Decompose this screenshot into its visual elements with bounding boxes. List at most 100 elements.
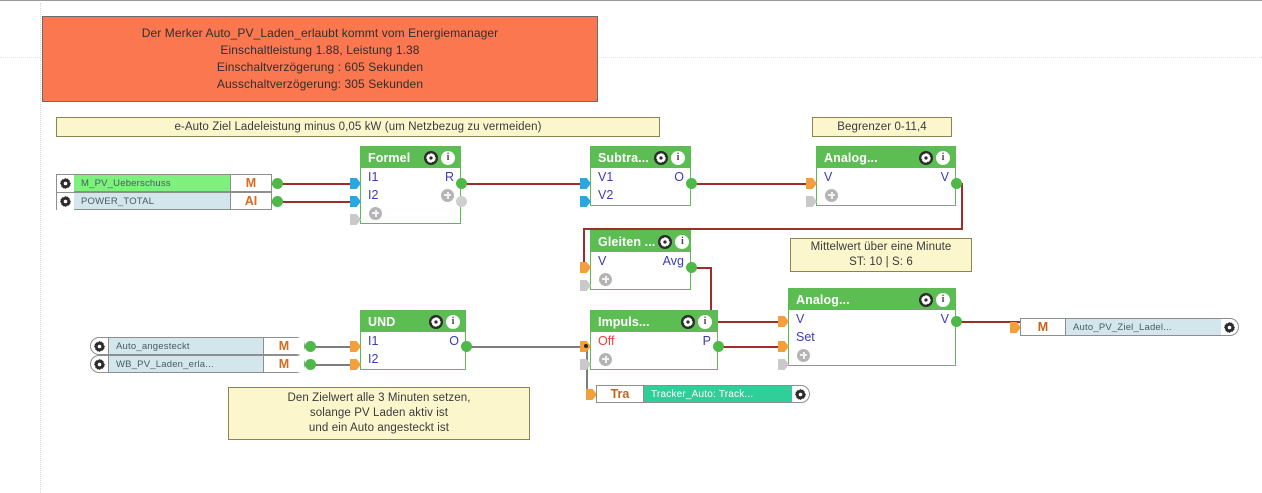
info-icon[interactable]: i — [698, 314, 712, 329]
note-zielwert[interactable]: Den Zielwert alle 3 Minuten setzen, sola… — [228, 387, 530, 440]
wire-und-impuls — [466, 346, 586, 348]
variable-node-auto-angesteckt[interactable]: Auto_angesteckt M — [90, 337, 305, 355]
variable-node-tracker[interactable]: Tra Tracker_Auto: Track... — [596, 385, 810, 403]
block-gleitender-mittelwert[interactable]: Gleiten ... i V Avg — [590, 230, 691, 290]
output-connector[interactable] — [456, 196, 467, 207]
note-mittelwert[interactable]: Mittelwert über eine Minute ST: 10 | S: … — [790, 238, 972, 272]
output-connector[interactable] — [305, 341, 316, 352]
gear-icon[interactable] — [681, 314, 695, 329]
block-und[interactable]: UND i I1 O I2 — [360, 310, 466, 370]
output-connector[interactable] — [272, 196, 283, 207]
input-port-label: I1 — [368, 334, 379, 348]
input-connector[interactable] — [350, 196, 361, 207]
block-title: Analog... — [824, 150, 878, 165]
input-connector[interactable] — [806, 196, 817, 207]
plus-icon[interactable] — [797, 348, 810, 362]
info-icon[interactable]: i — [671, 150, 685, 165]
output-connector[interactable] — [456, 178, 467, 189]
port-row: I2 — [361, 186, 460, 204]
block-title: Gleiten ... — [598, 234, 656, 249]
block-body: Off P — [591, 332, 717, 368]
block-header[interactable]: Analog... i — [817, 147, 955, 168]
info-icon[interactable]: i — [936, 292, 950, 307]
input-connector[interactable] — [350, 178, 361, 189]
output-connector[interactable] — [713, 341, 724, 352]
output-connector[interactable] — [951, 316, 962, 327]
info-icon[interactable]: i — [446, 314, 460, 329]
info-icon[interactable]: i — [441, 150, 455, 165]
output-connector[interactable] — [686, 178, 697, 189]
input-connector[interactable] — [350, 341, 361, 352]
note-merker[interactable]: Der Merker Auto_PV_Laden_erlaubt kommt v… — [42, 16, 598, 102]
plus-icon[interactable] — [599, 352, 612, 366]
plus-icon[interactable] — [369, 206, 382, 220]
port-row: V Avg — [591, 252, 690, 270]
input-connector[interactable] — [580, 359, 591, 370]
block-header[interactable]: Impuls... i — [591, 311, 717, 332]
input-port-label: I1 — [368, 170, 379, 184]
block-body: V V — [817, 168, 955, 204]
variable-type: M — [263, 356, 304, 372]
output-port-label: O — [449, 334, 459, 348]
variable-node-wb-pv-laden[interactable]: WB_PV_Laden_erla... M — [90, 355, 305, 373]
block-analog-set[interactable]: Analog... i V V Set — [788, 288, 956, 366]
block-analog-begrenzer[interactable]: Analog... i V V — [816, 146, 956, 206]
input-connector[interactable] — [350, 359, 361, 370]
gear-icon[interactable] — [57, 174, 74, 192]
plus-icon[interactable] — [441, 188, 454, 202]
input-connector[interactable] — [580, 196, 591, 207]
block-header[interactable]: Analog... i — [789, 289, 955, 310]
gear-icon[interactable] — [919, 150, 933, 165]
gear-icon[interactable] — [91, 356, 108, 373]
variable-node-auto-pv-ziel[interactable]: M Auto_PV_Ziel_Ladel... — [1020, 318, 1239, 336]
gear-icon[interactable] — [424, 150, 438, 165]
gear-icon[interactable] — [91, 338, 108, 355]
block-title: UND — [368, 314, 396, 329]
wire-impuls-analog2-set — [723, 346, 778, 348]
input-connector[interactable] — [1010, 322, 1021, 333]
block-header[interactable]: Gleiten ... i — [591, 231, 690, 252]
gear-icon[interactable] — [1221, 319, 1238, 336]
wire-gleiten-analog2-c — [710, 321, 778, 323]
gear-icon[interactable] — [429, 314, 443, 329]
block-body: V Avg — [591, 252, 690, 288]
note-ziel-ladeleistung[interactable]: e-Auto Ziel Ladeleistung minus 0,05 kW (… — [56, 117, 660, 137]
variable-node-m-pv-ueberschuss[interactable]: M_PV_Ueberschuss M — [56, 174, 272, 192]
input-connector[interactable] — [580, 262, 591, 273]
gear-icon[interactable] — [658, 234, 673, 249]
block-formel[interactable]: Formel i I1 R I2 — [360, 146, 461, 224]
block-subtraktion[interactable]: Subtra... i V1 O V2 — [590, 146, 691, 206]
block-body: V1 O V2 — [591, 168, 690, 204]
input-connector[interactable] — [586, 389, 597, 400]
output-connector[interactable] — [461, 341, 472, 352]
block-header[interactable]: Subtra... i — [591, 147, 690, 168]
block-impuls[interactable]: Impuls... i Off P — [590, 310, 718, 370]
gear-icon[interactable] — [919, 292, 933, 307]
info-icon[interactable]: i — [936, 150, 950, 165]
output-connector[interactable] — [272, 178, 283, 189]
input-connector[interactable] — [580, 280, 591, 291]
input-connector[interactable] — [350, 214, 361, 225]
output-connector[interactable] — [951, 178, 962, 189]
note-merker-line-3: Ausschaltverzögerung: 305 Sekunden — [216, 77, 424, 91]
output-connector[interactable] — [305, 359, 316, 370]
plus-icon[interactable] — [825, 188, 838, 202]
output-connector[interactable] — [686, 262, 697, 273]
input-connector[interactable] — [778, 316, 789, 327]
block-header[interactable]: UND i — [361, 311, 465, 332]
input-connector[interactable] — [580, 178, 591, 189]
note-begrenzer[interactable]: Begrenzer 0-11,4 — [812, 117, 952, 137]
info-icon[interactable]: i — [675, 234, 690, 249]
plus-icon[interactable] — [599, 272, 612, 286]
gear-icon[interactable] — [654, 150, 668, 165]
note-zielwert-line-1: solange PV Laden aktiv ist — [309, 407, 449, 419]
input-connector[interactable] — [778, 359, 789, 370]
gear-icon[interactable] — [792, 386, 809, 403]
input-connector[interactable] — [778, 341, 789, 352]
block-header[interactable]: Formel i — [361, 147, 460, 168]
gear-icon[interactable] — [57, 192, 74, 210]
wire-analog1-out-c — [583, 228, 963, 230]
input-connector[interactable] — [806, 178, 817, 189]
variable-node-power-total[interactable]: POWER_TOTAL AI — [56, 192, 272, 210]
